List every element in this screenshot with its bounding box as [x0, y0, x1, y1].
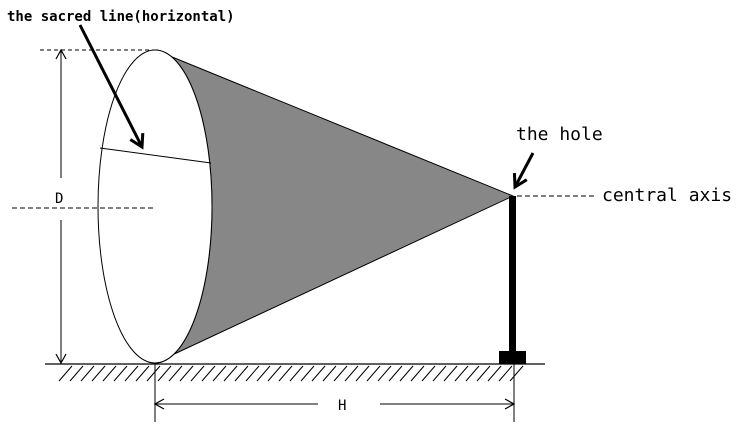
support-base	[499, 351, 526, 364]
ground-hatch-stroke	[443, 365, 458, 382]
ground-hatch-stroke	[333, 365, 348, 382]
ground-hatch-stroke	[69, 365, 84, 382]
ground-hatch-stroke	[256, 365, 271, 382]
ground-hatch-stroke	[377, 365, 392, 382]
hole-label: the hole	[516, 124, 603, 145]
ground-hatch-stroke	[135, 365, 150, 382]
ground-hatch-stroke	[509, 365, 524, 382]
ground-hatch-stroke	[322, 365, 337, 382]
ground-hatch-stroke	[58, 365, 73, 382]
ground-hatch-stroke	[267, 365, 282, 382]
diameter-label: D	[55, 191, 63, 207]
ground-hatch-stroke	[355, 365, 370, 382]
sacred-line	[99, 147, 212, 164]
ground-hatch-stroke	[487, 365, 502, 382]
ground-hatch-stroke	[102, 365, 117, 382]
ground-hatch-stroke	[465, 365, 480, 382]
ground-hatching	[58, 365, 524, 382]
ground-hatch-stroke	[410, 365, 425, 382]
ground-hatch-stroke	[245, 365, 260, 382]
ground-hatch-stroke	[498, 365, 513, 382]
ground-hatch-stroke	[432, 365, 447, 382]
ground-hatch-stroke	[80, 365, 95, 382]
sacred-line-pointer-arrow	[78, 24, 145, 150]
sacred-line-label: the sacred line(horizontal)	[7, 9, 235, 25]
ground-hatch-stroke	[454, 365, 469, 382]
ground-hatch-stroke	[91, 365, 106, 382]
ground-hatch-stroke	[157, 365, 172, 382]
ground-hatch-stroke	[388, 365, 403, 382]
ground-hatch-stroke	[179, 365, 194, 382]
ground-hatch-stroke	[113, 365, 128, 382]
ground-hatch-stroke	[124, 365, 139, 382]
ground-hatch-stroke	[146, 365, 161, 382]
ground-hatch-stroke	[201, 365, 216, 382]
hole-pointer-arrow	[512, 152, 535, 190]
ground-hatch-stroke	[234, 365, 249, 382]
ground-hatch-stroke	[223, 365, 238, 382]
ground-hatch-stroke	[344, 365, 359, 382]
ground-hatch-stroke	[311, 365, 326, 382]
ground-hatch-stroke	[212, 365, 227, 382]
ground-hatch-stroke	[300, 365, 315, 382]
ground-hatch-stroke	[366, 365, 381, 382]
support-post	[509, 196, 516, 352]
ground-hatch-stroke	[399, 365, 414, 382]
ground-hatch-stroke	[476, 365, 491, 382]
height-label: H	[338, 398, 346, 414]
ground-hatch-stroke	[168, 365, 183, 382]
ground-hatch-stroke	[289, 365, 304, 382]
ground-hatch-stroke	[421, 365, 436, 382]
ground-hatch-stroke	[190, 365, 205, 382]
ground-hatch-stroke	[278, 365, 293, 382]
central-axis-label: central axis	[602, 185, 732, 206]
